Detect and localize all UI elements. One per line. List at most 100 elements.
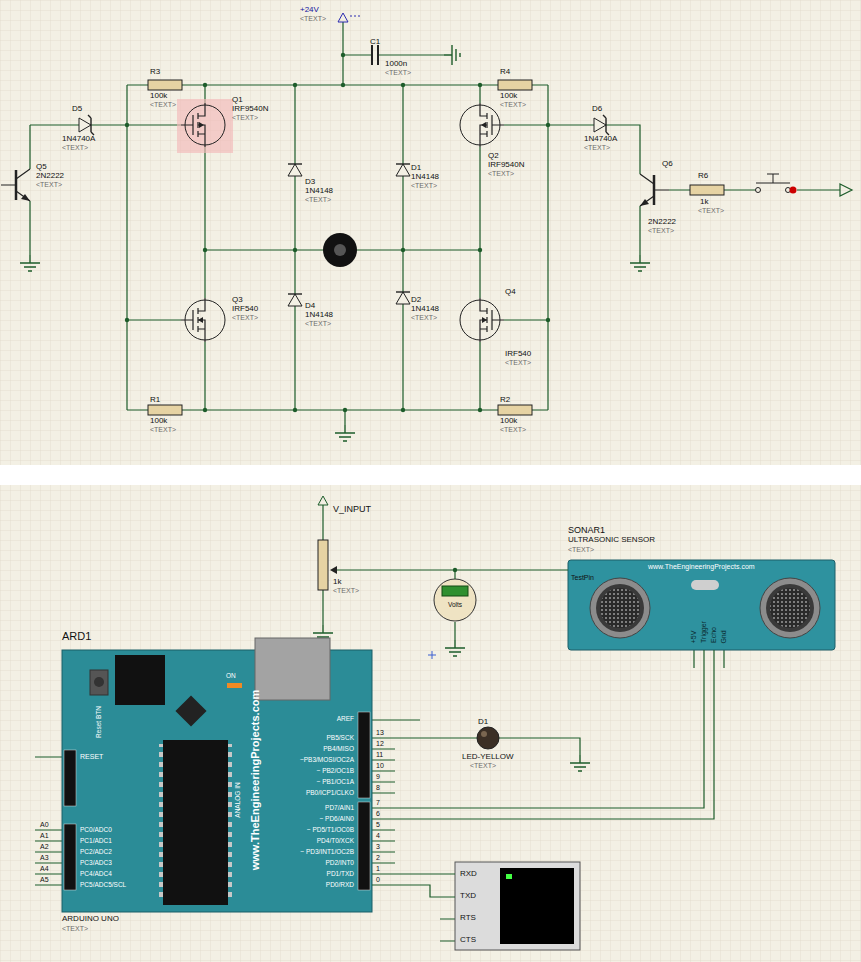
arduino-board xyxy=(90,670,108,695)
component-label: <TEXT> xyxy=(305,196,331,204)
arduino-board xyxy=(255,638,330,700)
arduino-board xyxy=(175,695,206,726)
voltmeter: Volts xyxy=(434,579,476,621)
led-symbol xyxy=(477,727,499,749)
diode-symbol xyxy=(594,115,609,135)
pin-label: 10 xyxy=(376,762,384,770)
component-label: Q5 xyxy=(36,163,47,172)
arduino-board xyxy=(64,824,76,890)
pin-label: PC1/ADC1 xyxy=(80,837,112,844)
junction-dot xyxy=(203,408,207,412)
component-label: D5 xyxy=(72,105,82,114)
pin-label: PB4/MISO xyxy=(323,745,354,752)
pin-label: ~ PD3/INT1/OC2B xyxy=(300,848,354,855)
pin-label: PC0/ADC0 xyxy=(80,826,112,833)
diode-symbol xyxy=(396,292,410,304)
resistor-symbol xyxy=(148,80,724,415)
component-label: <TEXT> xyxy=(150,101,176,109)
component-label: R2 xyxy=(500,396,510,405)
pin-label: A4 xyxy=(40,865,49,873)
component-label: 1N4148 xyxy=(305,187,333,196)
pin-label: ON xyxy=(226,672,236,679)
pin-label: 5 xyxy=(376,821,380,829)
wire-connector xyxy=(372,650,704,808)
component-label: <TEXT> xyxy=(411,314,437,322)
component-label: Q4 xyxy=(505,288,516,297)
node-text: SONAR1 xyxy=(568,526,605,536)
pin-label: PC5/ADC5/SCL xyxy=(80,881,126,888)
mosfet-symbol xyxy=(181,103,225,147)
component-label: 2N2222 xyxy=(648,218,676,227)
resistor-symbol xyxy=(148,80,182,90)
junction-dot xyxy=(401,408,405,412)
component-label: 1000n xyxy=(385,60,407,69)
component-label: 100k xyxy=(150,417,167,426)
wire-connector xyxy=(372,650,714,819)
virtual-terminal xyxy=(500,868,574,944)
voltmeter xyxy=(434,579,476,621)
wire-connector xyxy=(372,885,455,897)
push-button xyxy=(756,188,761,193)
pin-label: PC3/ADC3 xyxy=(80,859,112,866)
node-text: Volts xyxy=(448,601,462,608)
pin-label: 13 xyxy=(376,729,384,737)
arduino-wires xyxy=(35,757,64,885)
diode-symbol xyxy=(288,164,302,176)
node-text: ARDUINO UNO xyxy=(62,915,119,924)
selection-highlight xyxy=(177,99,233,153)
pin-label: Reset BTN xyxy=(95,706,102,738)
component-label: IRF540 xyxy=(505,350,531,359)
motor-symbol xyxy=(323,233,357,267)
ground-symbol xyxy=(335,425,355,441)
pin-label: 8 xyxy=(376,784,380,792)
motor-symbol xyxy=(334,244,346,256)
diode-symbol xyxy=(79,115,609,306)
arduino-board xyxy=(163,740,228,905)
junction-dot xyxy=(341,53,345,57)
pin-label: Echo xyxy=(710,627,718,643)
component-label: 2N2222 xyxy=(36,172,64,181)
component-label: 100k xyxy=(500,417,517,426)
pin-label: PB0/ICP1/CLKO xyxy=(306,789,354,796)
pin-label: A0 xyxy=(40,821,49,829)
h-bridge-wires xyxy=(30,22,840,425)
node-text: RTS xyxy=(460,914,476,923)
junction-dot xyxy=(293,248,297,252)
sonar-module xyxy=(770,588,810,628)
node-text: www.TheEngineeringProjects.com xyxy=(648,563,755,571)
component-label: <TEXT> xyxy=(300,15,326,23)
diode-symbol xyxy=(396,164,410,176)
junction-dot xyxy=(125,123,129,127)
component-label: +24V xyxy=(300,6,319,15)
node-text: RXD xyxy=(460,870,477,879)
component-label: 1N4740A xyxy=(584,135,617,144)
pin-label: 9 xyxy=(376,773,380,781)
pin-label: PD2/INT0 xyxy=(325,859,354,866)
component-label: <TEXT> xyxy=(505,359,531,367)
sonar-module xyxy=(766,584,814,632)
junction-dot xyxy=(341,83,345,87)
virtual-terminal xyxy=(506,874,512,879)
pin-label: ~ PD5/T1/OC0B xyxy=(307,826,354,833)
pin-label: ~ PD6/AIN0 xyxy=(319,815,354,822)
component-label: 100k xyxy=(150,92,167,101)
junction-dot xyxy=(125,53,550,572)
component-label: <TEXT> xyxy=(305,320,331,328)
junction-dot xyxy=(203,83,207,87)
resistor-symbol xyxy=(498,80,532,90)
arduino-board xyxy=(159,744,163,902)
component-label: Q6 xyxy=(662,160,673,169)
arduino-board xyxy=(228,744,232,902)
ground-symbol xyxy=(20,255,40,271)
pin-label: LED-YELLOW xyxy=(462,753,514,762)
node-text: www.TheEngineeringProjects.com xyxy=(249,690,261,871)
potentiometer-symbol xyxy=(318,540,328,590)
ground-symbol xyxy=(445,640,465,656)
mosfet-symbol xyxy=(460,298,504,342)
virtual-terminal xyxy=(455,862,580,950)
pin-label: 12 xyxy=(376,740,384,748)
component-label: D3 xyxy=(305,178,315,187)
voltmeter xyxy=(442,586,468,596)
